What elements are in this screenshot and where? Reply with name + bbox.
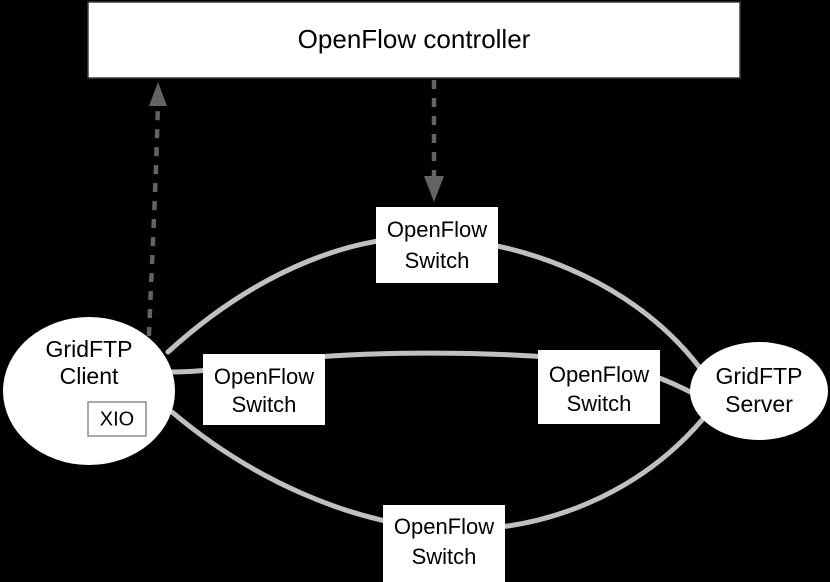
- control-link-controller-to-switch-top: [424, 80, 444, 202]
- client-label-line2: Client: [60, 363, 119, 389]
- openflow-controller-node[interactable]: OpenFlow controller: [87, 1, 741, 79]
- client-label-line1: GridFTP: [46, 336, 133, 362]
- gridftp-server-node[interactable]: GridFTP Server: [690, 342, 828, 440]
- switch-top-box[interactable]: [376, 207, 498, 283]
- switch-top-node[interactable]: OpenFlow Switch: [376, 207, 498, 283]
- server-label-line1: GridFTP: [716, 363, 803, 389]
- switch-top-label-line1: OpenFlow: [387, 217, 487, 242]
- gridftp-client-node[interactable]: GridFTP Client XIO: [3, 317, 175, 465]
- switch-middle-right-label-line1: OpenFlow: [549, 362, 649, 387]
- switch-middle-left-box[interactable]: [203, 354, 325, 425]
- switch-bottom-node[interactable]: OpenFlow Switch: [383, 505, 505, 582]
- switch-middle-left-label-line2: Switch: [232, 392, 297, 417]
- switch-top-label-line2: Switch: [405, 248, 470, 273]
- switch-middle-right-box[interactable]: [538, 350, 660, 424]
- controller-label: OpenFlow controller: [298, 24, 531, 54]
- switch-bottom-box[interactable]: [383, 505, 505, 582]
- server-ellipse[interactable]: [690, 342, 828, 440]
- controller-box[interactable]: [87, 1, 741, 79]
- switch-middle-left-node[interactable]: OpenFlow Switch: [203, 354, 325, 425]
- switch-bottom-label-line1: OpenFlow: [394, 514, 494, 539]
- arrow-up-icon: [149, 82, 167, 106]
- arrow-down-icon: [424, 176, 444, 202]
- xio-module-label: XIO: [100, 408, 134, 430]
- switch-bottom-label-line2: Switch: [412, 544, 477, 569]
- switch-middle-left-label-line1: OpenFlow: [214, 364, 314, 389]
- server-label-line2: Server: [725, 391, 793, 417]
- switch-middle-right-node[interactable]: OpenFlow Switch: [538, 350, 660, 424]
- xio-module-box[interactable]: [87, 401, 147, 437]
- switch-middle-right-label-line2: Switch: [567, 391, 632, 416]
